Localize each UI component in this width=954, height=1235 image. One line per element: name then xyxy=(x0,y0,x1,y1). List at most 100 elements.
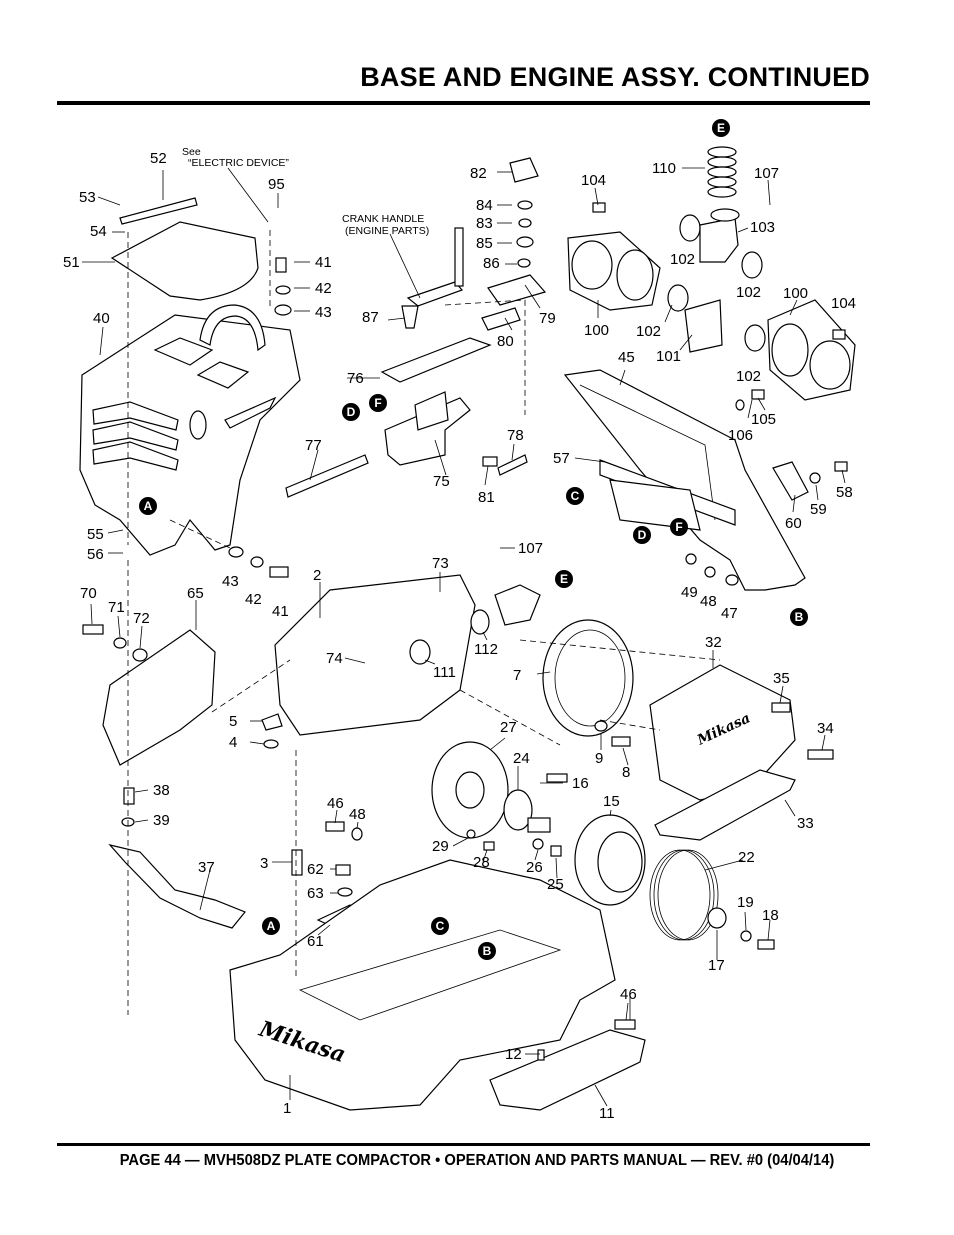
part-label: 85 xyxy=(476,235,493,252)
part-drawings xyxy=(79,146,856,1111)
part-label: 42 xyxy=(315,280,332,297)
part-label: 87 xyxy=(362,309,379,326)
svg-text:F: F xyxy=(675,520,682,534)
part-label: 35 xyxy=(773,670,790,687)
part-label: 107 xyxy=(754,165,779,182)
part-label: 56 xyxy=(87,546,104,563)
page-footer: PAGE 44 — MVH508DZ PLATE COMPACTOR • OPE… xyxy=(119,1152,835,1169)
svg-text:E: E xyxy=(717,121,725,135)
part-label: 40 xyxy=(93,310,110,327)
part-label: 32 xyxy=(705,634,722,651)
part-label: 2 xyxy=(313,567,321,584)
part-label: 29 xyxy=(432,838,449,855)
page-title: BASE AND ENGINE ASSY. CONTINUED xyxy=(360,62,870,92)
part-label: 41 xyxy=(315,254,332,271)
part-label: 82 xyxy=(470,165,487,182)
part-label: 52 xyxy=(150,150,167,167)
part-label: 19 xyxy=(737,894,754,911)
part-label: 59 xyxy=(810,501,827,518)
crank-handle-note-sub: (ENGINE PARTS) xyxy=(345,225,429,237)
part-label: 37 xyxy=(198,859,215,876)
part-label: 102 xyxy=(636,323,661,340)
part-label: 62 xyxy=(307,861,324,878)
part-label: 1 xyxy=(283,1100,291,1117)
callout-b-right: B xyxy=(790,608,808,626)
part-label: 83 xyxy=(476,215,493,232)
part-label: 102 xyxy=(736,284,761,301)
callout-d-right: D xyxy=(633,526,651,544)
part-label: 61 xyxy=(307,933,324,950)
part-label: 65 xyxy=(187,585,204,602)
part-label: 78 xyxy=(507,427,524,444)
part-label: 48 xyxy=(349,806,366,823)
part-label: 70 xyxy=(80,585,97,602)
part-label: 3 xyxy=(260,855,268,872)
part-label: 28 xyxy=(473,854,490,871)
part-label: 43 xyxy=(315,304,332,321)
part-number-labels: 1 2 3 4 5 7 8 9 11 12 15 16 17 18 19 22 … xyxy=(63,150,856,1122)
part-label: 86 xyxy=(483,255,500,272)
part-label: 72 xyxy=(133,610,150,627)
part-label: 104 xyxy=(581,172,606,189)
part-label: 100 xyxy=(584,322,609,339)
part-label: 46 xyxy=(620,986,637,1003)
footer-rule xyxy=(57,1143,870,1146)
part-label: 51 xyxy=(63,254,80,271)
part-label: 106 xyxy=(728,427,753,444)
part-label: 101 xyxy=(656,348,681,365)
crank-handle-note: CRANK HANDLE xyxy=(342,213,424,225)
part-label: 79 xyxy=(539,310,556,327)
part-label: 102 xyxy=(736,368,761,385)
part-label: 22 xyxy=(738,849,755,866)
part-label: 42 xyxy=(245,591,262,608)
part-label: 18 xyxy=(762,907,779,924)
part-label: 38 xyxy=(153,782,170,799)
callout-f-top: F xyxy=(369,394,387,412)
part-label: 27 xyxy=(500,719,517,736)
part-label: 84 xyxy=(476,197,493,214)
part-label: 39 xyxy=(153,812,170,829)
svg-text:D: D xyxy=(347,405,356,419)
part-label: 74 xyxy=(326,650,343,667)
callout-badges: A A B B C C D D E E F F xyxy=(139,119,808,960)
part-label: 8 xyxy=(622,764,630,781)
part-label: 12 xyxy=(505,1046,522,1063)
part-label: 107 xyxy=(518,540,543,557)
part-label: 24 xyxy=(513,750,530,767)
part-label: 111 xyxy=(433,664,456,681)
part-label: 34 xyxy=(817,720,834,737)
part-label: 16 xyxy=(572,775,589,792)
part-label: 60 xyxy=(785,515,802,532)
part-label: 63 xyxy=(307,885,324,902)
part-label: 95 xyxy=(268,176,285,193)
callout-e-mid: E xyxy=(555,570,573,588)
see-note: See xyxy=(182,146,201,158)
part-label: 5 xyxy=(229,713,237,730)
part-label: 104 xyxy=(831,295,856,312)
svg-text:D: D xyxy=(638,528,647,542)
part-label: 71 xyxy=(108,599,125,616)
part-label: 77 xyxy=(305,437,322,454)
callout-f-right: F xyxy=(670,518,688,536)
part-label: 55 xyxy=(87,526,104,543)
part-label: 112 xyxy=(474,641,498,658)
svg-text:C: C xyxy=(571,489,580,503)
title-rule xyxy=(57,101,870,105)
part-label: 53 xyxy=(79,189,96,206)
svg-text:C: C xyxy=(436,919,445,933)
leader-lines xyxy=(82,167,846,1107)
svg-text:B: B xyxy=(483,944,492,958)
part-label: 46 xyxy=(327,795,344,812)
part-label: 105 xyxy=(751,411,776,428)
part-label: 81 xyxy=(478,489,495,506)
see-note-target: “ELECTRIC DEVICE” xyxy=(188,157,289,169)
part-label: 45 xyxy=(618,349,635,366)
part-label: 54 xyxy=(90,223,107,240)
part-label: 25 xyxy=(547,876,564,893)
part-label: 33 xyxy=(797,815,814,832)
part-label: 80 xyxy=(497,333,514,350)
svg-text:B: B xyxy=(795,610,804,624)
part-label: 7 xyxy=(513,667,521,684)
part-label: 110 xyxy=(652,160,676,177)
